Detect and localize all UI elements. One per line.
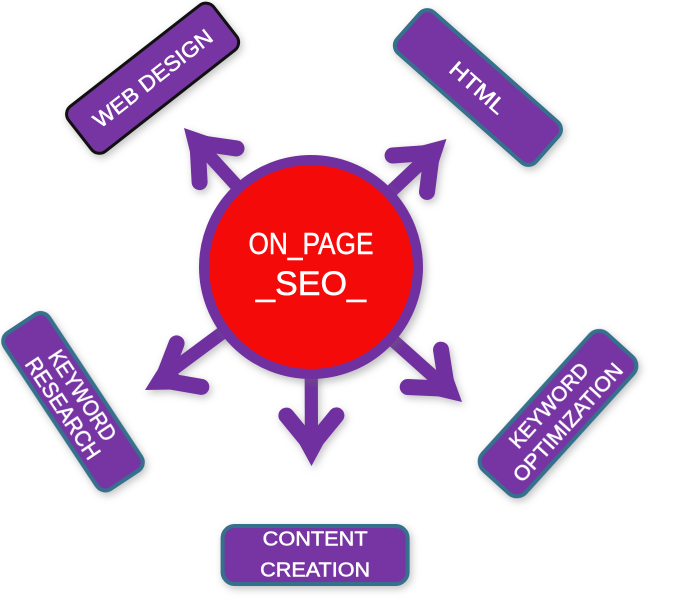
svg-text:CONTENT: CONTENT (263, 529, 368, 551)
svg-text:CREATION: CREATION (260, 559, 370, 581)
svg-text:_SEO_: _SEO_ (255, 265, 367, 303)
svg-text:ON_PAGE: ON_PAGE (249, 226, 374, 261)
